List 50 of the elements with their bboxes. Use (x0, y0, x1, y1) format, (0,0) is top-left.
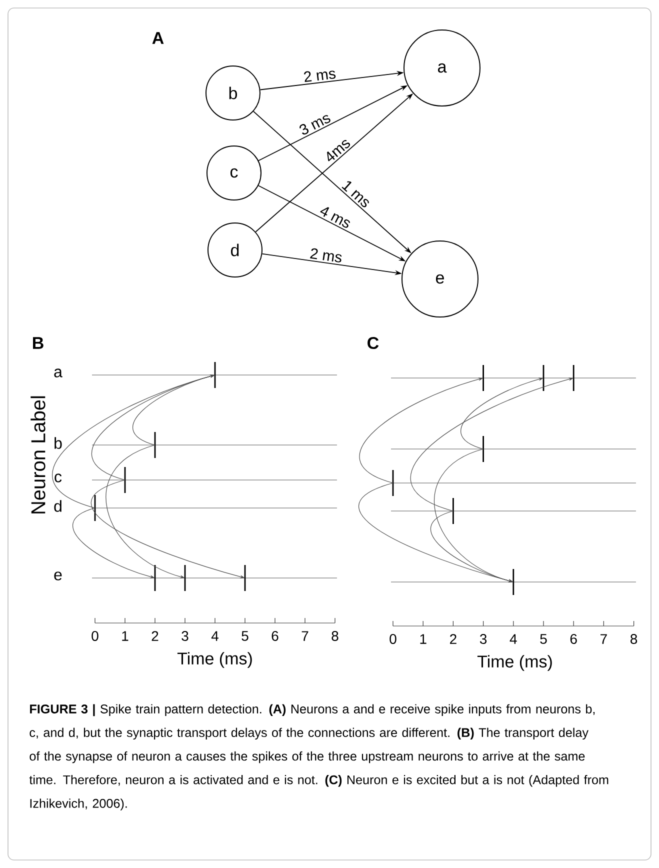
tick-label: 3 (480, 634, 487, 644)
edge-label: 2 ms (304, 70, 336, 82)
panel-letter: A (152, 32, 164, 44)
tick-label: 6 (272, 631, 278, 641)
spike-mark (512, 569, 514, 595)
row-label: b (54, 437, 62, 449)
tick-label: 2 (450, 634, 456, 644)
edge-label: 4ms (327, 140, 350, 162)
edge-label: 2 ms (310, 248, 342, 262)
row-label: c (54, 474, 62, 482)
tick-label: 1 (420, 634, 426, 644)
spike-mark (124, 467, 126, 493)
row-label: a (54, 368, 62, 378)
tick-label: 5 (242, 631, 248, 641)
tick-label: 5 (540, 634, 547, 644)
tick-label: 4 (510, 634, 517, 644)
spike-mark (452, 498, 454, 524)
spike-mark (244, 565, 246, 591)
axis-title: Neuron Label (30, 396, 46, 514)
tick-label: 3 (182, 631, 188, 641)
tick-label: 8 (332, 631, 338, 641)
spike-mark (94, 495, 96, 521)
axis-title: Time (ms) (477, 655, 552, 671)
tick-label: 0 (92, 631, 98, 641)
spike-mark (482, 436, 484, 462)
spike-mark (542, 365, 544, 391)
panel-letter: C (368, 337, 379, 350)
tick-label: 4 (211, 631, 218, 641)
tick-label: 7 (302, 631, 308, 641)
spike-mark (482, 365, 484, 391)
spike-mark (572, 365, 574, 391)
spike-mark (392, 470, 394, 496)
edge-label: 3 ms (300, 115, 330, 135)
row-label: e (54, 572, 62, 580)
figure-caption: FIGURE 3 | Spike train pattern detection. (A) Neurons a and e receive spike inputs from neurons b, c, and d, but the synaptic transport delays of the connections are different. (B) The transport delay of the synapse of neuron a causes the spikes of the three upstream neurons to arrive at the same time. Therefore, neuron a is activated and e is not. (C) Neuron e is excited but a is not (Adapted from Izhikevich, 2006). (29, 704, 608, 810)
tick-label: 6 (570, 634, 577, 644)
edge-label: 4 ms (320, 207, 350, 228)
panel-letter: B (33, 337, 44, 349)
tick-label: 0 (390, 634, 396, 644)
row-label: d (54, 500, 62, 512)
spike-mark (184, 565, 186, 591)
tick-label: 2 (152, 631, 158, 641)
spike-mark (214, 362, 216, 388)
spike-mark (154, 565, 156, 591)
tick-label: 1 (122, 631, 128, 641)
tick-label: 8 (630, 634, 638, 644)
tick-label: 7 (600, 634, 607, 644)
axis-title: Time (ms) (177, 652, 252, 668)
spike-mark (154, 432, 156, 458)
edge-label: 1 ms (342, 181, 369, 208)
